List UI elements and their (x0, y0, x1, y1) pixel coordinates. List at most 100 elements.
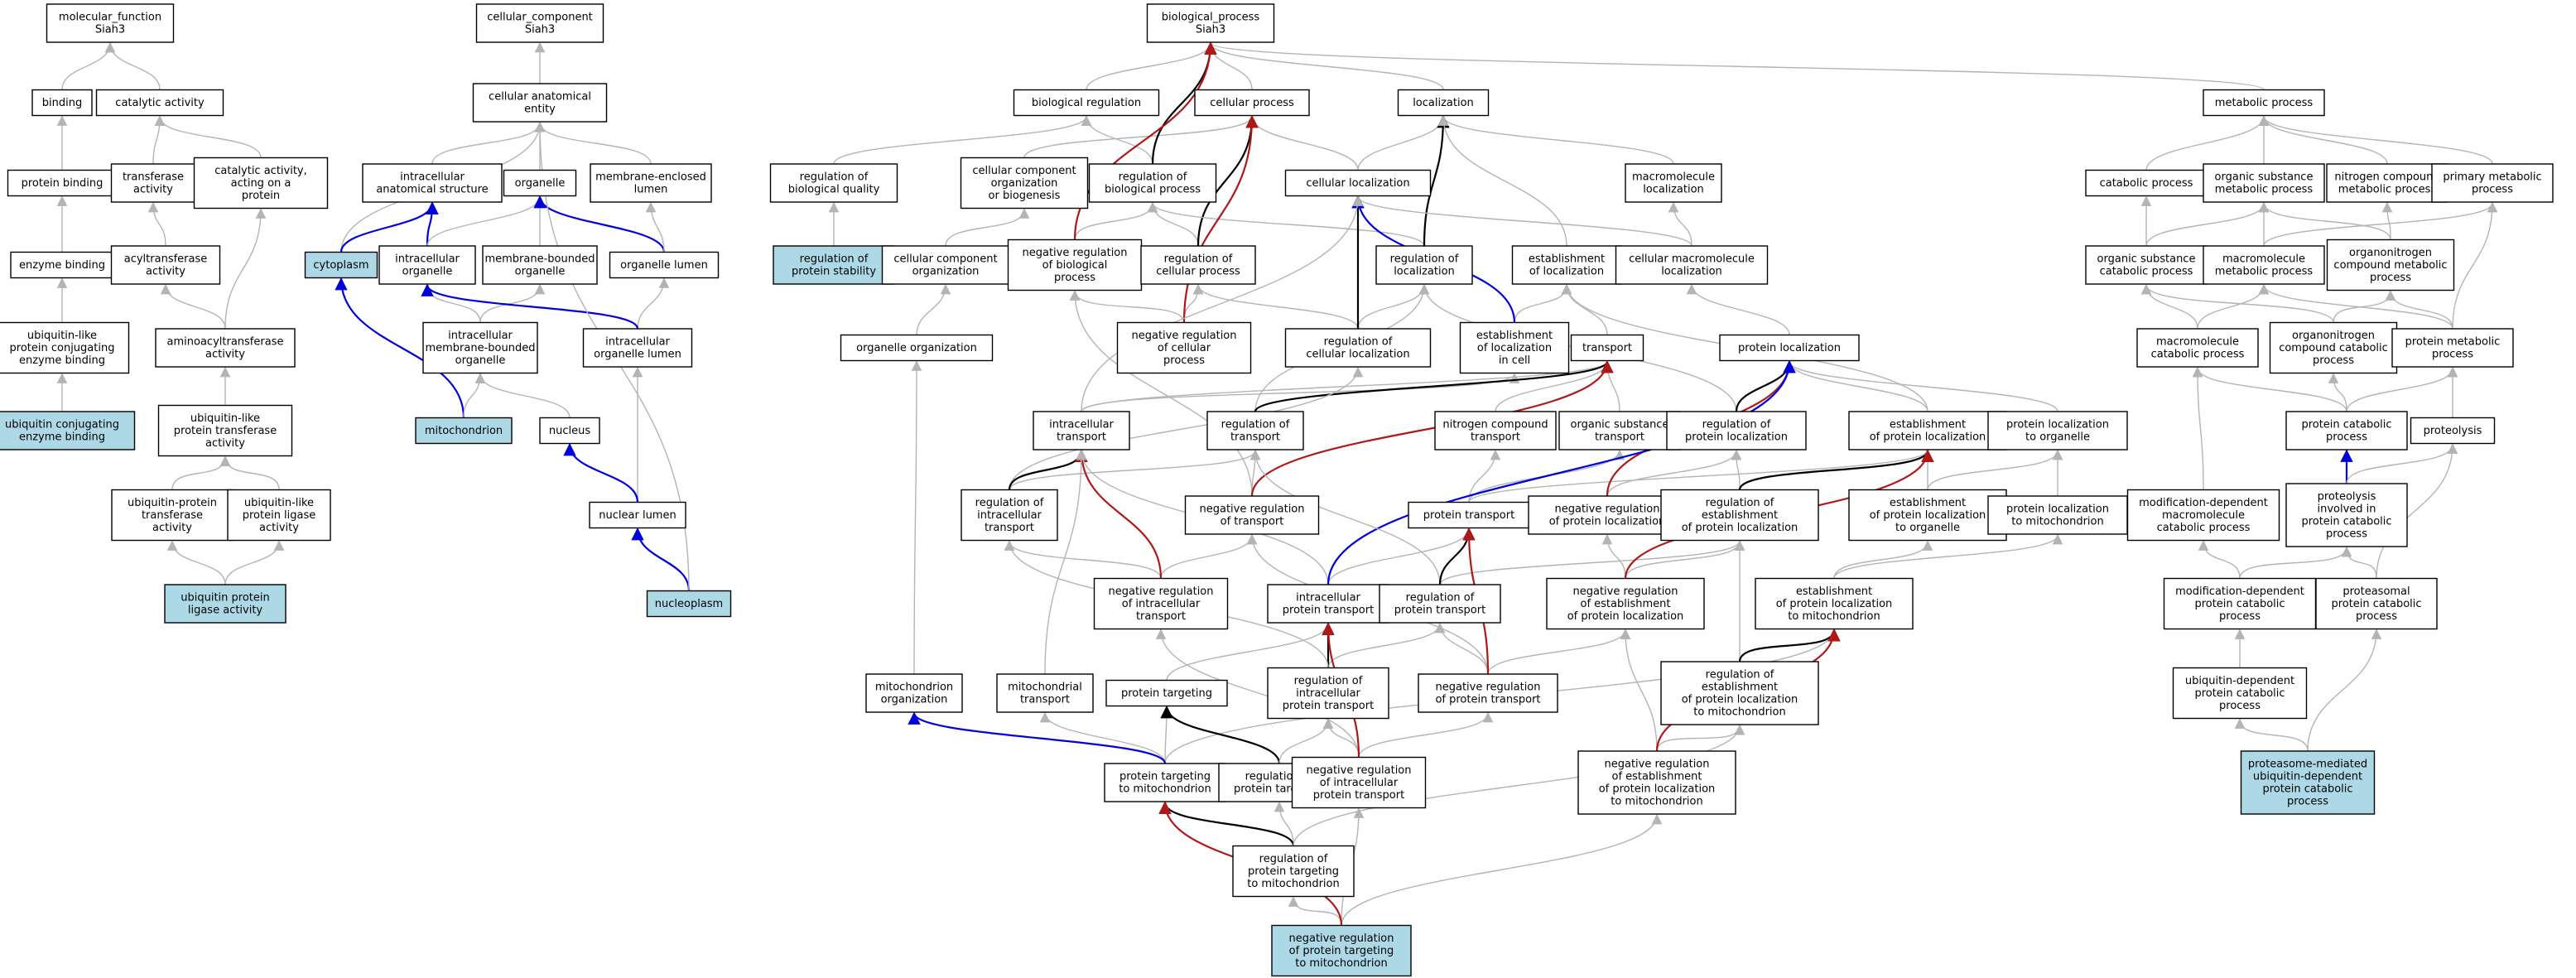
node-binding[interactable]: binding (31, 89, 93, 117)
node-proteasome-ub-dep-catabolic[interactable]: proteasome-mediatedubiquitin-dependentpr… (2240, 750, 2376, 815)
node-metabolic-process[interactable]: metabolic process (2203, 89, 2325, 117)
node-protein-localization[interactable]: protein localization (1719, 334, 1860, 362)
node-localization[interactable]: localization (1397, 89, 1490, 117)
node-mitochondrion[interactable]: mitochondrion (415, 417, 513, 445)
node-cytoplasm[interactable]: cytoplasm (304, 251, 378, 279)
node-nuclear-lumen[interactable]: nuclear lumen (589, 501, 686, 529)
node-catabolic-process[interactable]: catabolic process (2085, 169, 2208, 197)
node-organelle-lumen[interactable]: organelle lumen (609, 251, 720, 279)
node-catalytic[interactable]: catalytic activity (95, 89, 224, 117)
node-organelle-organization[interactable]: organelle organization (840, 334, 994, 362)
node-proteolysis[interactable]: proteolysis (2410, 417, 2496, 445)
node-organelle[interactable]: organelle (503, 169, 577, 197)
node-mod-dep-macromolecule-catabolic[interactable]: modification-dependentmacromoleculecatab… (2126, 489, 2280, 542)
node-enzyme-binding[interactable]: enzyme binding (10, 251, 114, 279)
node-nucleus[interactable]: nucleus (539, 417, 600, 445)
node-cellular-localization[interactable]: cellular localization (1284, 169, 1432, 197)
node-protein-binding[interactable]: protein binding (7, 169, 118, 197)
node-cellular-process[interactable]: cellular process (1194, 89, 1310, 117)
node-protein-transport[interactable]: protein transport (1408, 501, 1530, 529)
node-nucleoplasm[interactable]: nucleoplasm (646, 590, 732, 618)
node-transport[interactable]: transport (1570, 334, 1644, 362)
node-bio-regulation[interactable]: biological regulation (1013, 89, 1160, 117)
node-protein-targeting[interactable]: protein targeting (1105, 679, 1228, 707)
